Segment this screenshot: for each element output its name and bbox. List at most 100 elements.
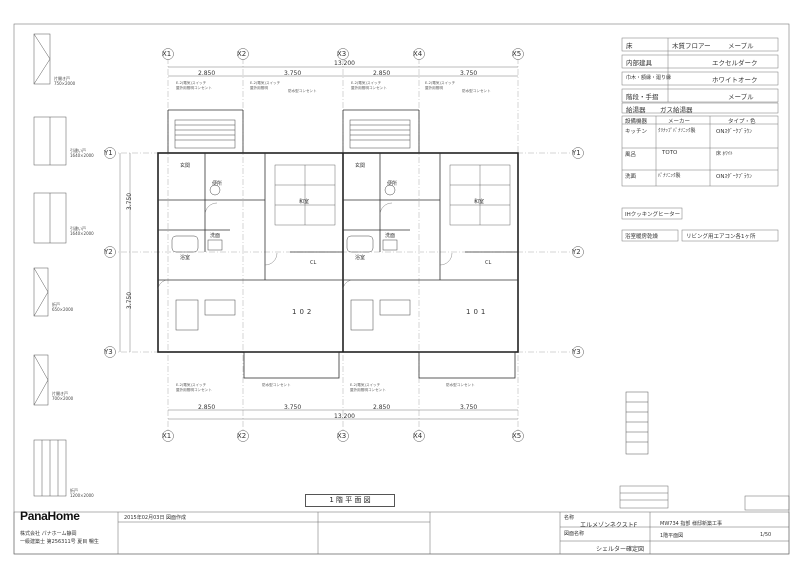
partition-walls: [158, 109, 518, 379]
axis-label-x2-bottom: X2: [237, 432, 247, 440]
door-swings: [157, 202, 453, 291]
company-name: 株式会社 パナホーム静岡: [20, 531, 77, 537]
svg-text:片開き戸: 片開き戸: [54, 75, 70, 81]
room-cl-101: CL: [485, 260, 492, 266]
room-cl-102: CL: [310, 260, 317, 266]
dim-top-3: 2.850: [373, 70, 391, 77]
svg-text:防水型コンセント: 防水型コンセント: [262, 382, 291, 387]
svg-text:E-2(電気)スイッチ: E-2(電気)スイッチ: [350, 382, 381, 387]
unit-number-101: 101: [466, 308, 489, 316]
dim-top-2: 3.750: [284, 70, 302, 77]
svg-text:750×2000: 750×2000: [54, 81, 76, 86]
svg-text:引違い戸: 引違い戸: [70, 147, 86, 153]
dim-left-1: 3.750: [126, 192, 134, 211]
svg-text:700×2000: 700×2000: [52, 396, 74, 401]
room-bath-102: 浴室: [180, 255, 191, 261]
equip-kitchen-maker: ｸﾘﾅｯﾌﾟﾊﾟﾅｿﾆｯｸ製: [658, 128, 696, 134]
spec-stair-label: 階段・手摺: [626, 93, 659, 101]
architect-line: 一級建築士 第256311号 夏目 暢生: [20, 539, 99, 545]
svg-text:片開き戸: 片開き戸: [52, 390, 68, 396]
drawing-name: 1階平面図: [660, 533, 684, 539]
tatami-grid: [274, 164, 511, 226]
svg-text:引違い戸: 引違い戸: [70, 225, 86, 231]
dim-bottom-3: 2.850: [373, 404, 391, 411]
svg-text:屋外用照明: 屋外用照明: [250, 85, 268, 90]
dim-bottom-2: 3.750: [284, 404, 302, 411]
room-genkan-102: 玄関: [180, 163, 191, 169]
axis-label-y1-left: Y1: [104, 149, 113, 157]
axis-label-y1-right: Y1: [572, 149, 581, 157]
spec-table: [621, 37, 779, 242]
equip-wash-type: ONｽﾀﾞｰｸﾌﾞﾗｳﾝ: [716, 174, 752, 180]
axis-label-x1-top: X1: [162, 50, 172, 58]
axis-label-x2-top: X2: [237, 50, 247, 58]
brand-logo: PanaHome: [20, 509, 80, 523]
axis-label-y2-left: Y2: [104, 248, 113, 256]
dim-top-1: 2.850: [198, 70, 216, 77]
room-washitsu-102: 和室: [299, 199, 310, 205]
svg-text:屋外用照明コンセント: 屋外用照明コンセント: [350, 387, 386, 392]
equip-wash-item: 洗面: [625, 174, 637, 180]
axis-label-x1-bottom: X1: [162, 432, 172, 440]
svg-text:折戸: 折戸: [70, 487, 78, 493]
spec-floor-label: 床: [626, 42, 633, 50]
room-wash-101: 洗面: [385, 233, 396, 239]
svg-text:防水型コンセント: 防水型コンセント: [288, 88, 317, 93]
axis-label-x5-top: X5: [512, 50, 522, 58]
dim-bottom-total: 13.200: [334, 413, 355, 420]
drawing-name-label: 図面名称: [564, 531, 585, 537]
spec-door-color: エクセルダーク: [712, 59, 758, 67]
drawing-scale: 1/50: [760, 532, 772, 538]
axis-label-x3-top: X3: [337, 50, 347, 58]
room-genkan-101: 玄関: [355, 163, 366, 169]
spec-door-label: 内部建具: [626, 59, 652, 67]
note-ih: IHクッキングヒーター: [625, 212, 681, 218]
room-bath-101: 浴室: [355, 255, 366, 261]
equip-bath-type: 床 ﾎﾜｲﾄ: [716, 151, 733, 157]
equip-header-maker: メーカー: [668, 119, 691, 125]
unit-number-102: 102: [292, 308, 315, 316]
spec-stair-color: メープル: [728, 93, 754, 101]
title-block: [13, 485, 790, 555]
equip-header-type: タイプ・色: [728, 119, 756, 125]
svg-text:1200×2000: 1200×2000: [70, 493, 94, 498]
closet-elevation: [625, 391, 649, 455]
room-toilet-101: 便所: [387, 181, 398, 187]
dim-bottom-4: 3.750: [460, 404, 478, 411]
svg-text:屋外用照明コンセント: 屋外用照明コンセント: [351, 85, 387, 90]
equip-bath-maker: TOTO: [662, 150, 678, 156]
axis-label-y3-right: Y3: [572, 348, 581, 356]
equip-wash-maker: ﾊﾟﾅｿﾆｯｸ製: [658, 173, 681, 179]
equip-header-item: 設備機器: [625, 119, 648, 125]
room-washitsu-101: 和室: [474, 199, 485, 205]
axis-label-x5-bottom: X5: [512, 432, 522, 440]
svg-text:1640×2000: 1640×2000: [70, 153, 94, 158]
door-window-legend: [33, 33, 67, 497]
axis-label-y3-left: Y3: [104, 348, 113, 356]
project-name: エルメゾンネクストF: [580, 522, 638, 529]
spec-trim-color: ホワイトオーク: [712, 76, 758, 84]
spec-trim-label: 巾木・額縁・廻り縁: [626, 75, 672, 81]
dim-left-2: 3.750: [126, 291, 134, 310]
axis-label-x3-bottom: X3: [337, 432, 347, 440]
spec-heater-value: ガス給湯器: [660, 106, 693, 114]
dimension-lines: [119, 66, 518, 420]
svg-text:屋外用照明: 屋外用照明: [425, 85, 443, 90]
svg-text:屋外用照明コンセント: 屋外用照明コンセント: [176, 387, 212, 392]
project-sub: MW734 指部 様邸新築工事: [660, 521, 722, 527]
svg-text:防水型コンセント: 防水型コンセント: [462, 88, 491, 93]
note-bath-dryer: 浴室暖房乾燥: [625, 234, 659, 240]
svg-text:E-2(電気)スイッチ: E-2(電気)スイッチ: [425, 80, 456, 85]
drawing-title: 1 階 平 面 図: [305, 494, 395, 507]
axis-label-y2-right: Y2: [572, 248, 581, 256]
note-aircon: リビング用エアコン各1ヶ所: [686, 234, 756, 240]
axis-label-x4-top: X4: [413, 50, 423, 58]
axis-label-x4-bottom: X4: [413, 432, 423, 440]
svg-text:防水型コンセント: 防水型コンセント: [446, 382, 475, 387]
project-label: 名称: [564, 515, 575, 521]
svg-text:E-2(電気)スイッチ: E-2(電気)スイッチ: [176, 382, 207, 387]
room-toilet-102: 便所: [212, 181, 223, 187]
